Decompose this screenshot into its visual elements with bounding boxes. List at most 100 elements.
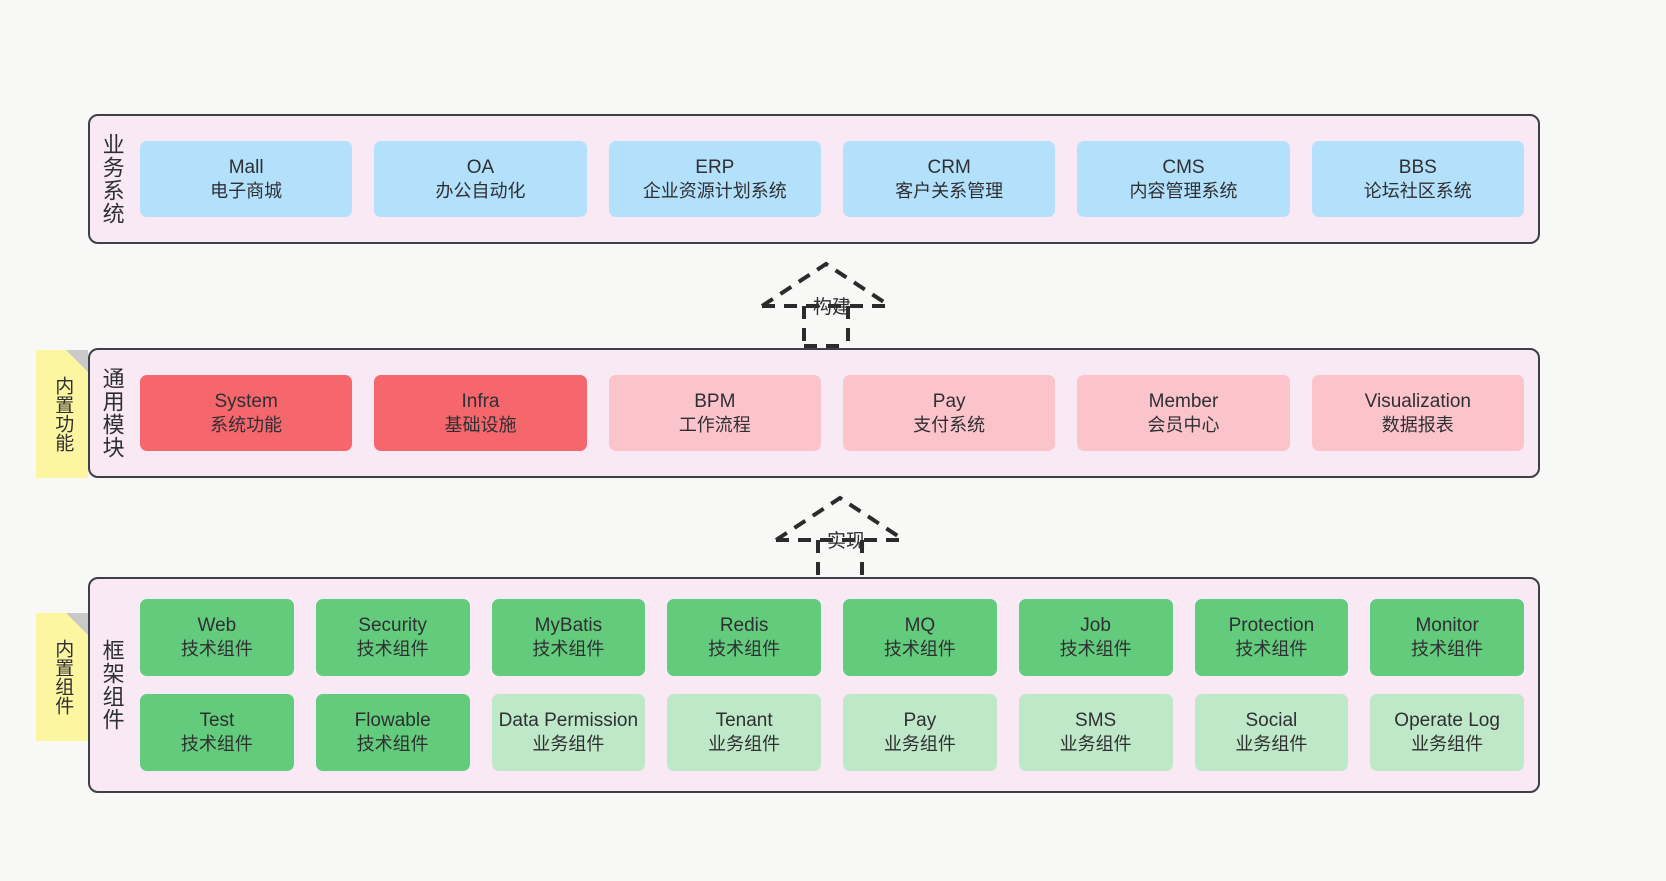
layer-label-common-module: 通用模块 (99, 367, 125, 459)
sticky-note-builtin-function: 内置功能 (36, 350, 88, 478)
arrow-implement-label: 实现 (827, 531, 866, 552)
arrow-build: 构建 (758, 258, 908, 348)
box-title: Flowable (354, 710, 431, 732)
arrow-implement: 实现 (772, 492, 922, 582)
sticky-note-builtin-component: 内置组件 (36, 613, 88, 741)
box-subtitle: 论坛社区系统 (1363, 180, 1472, 201)
box-subtitle: 数据报表 (1381, 414, 1454, 435)
box-subtitle: 业务组件 (1235, 734, 1308, 755)
box-subtitle: 业务组件 (708, 734, 781, 755)
box-title: CRM (927, 156, 971, 178)
box-title: Mall (228, 156, 264, 178)
box-subtitle: 基础设施 (444, 414, 517, 435)
box-title: ERP (695, 156, 735, 178)
box-title: MQ (904, 615, 936, 637)
layer-label-framework-component: 框架组件 (99, 639, 125, 731)
box-title: Member (1148, 390, 1219, 412)
box-subtitle: 业务组件 (1059, 734, 1132, 755)
box-title: Monitor (1415, 615, 1479, 637)
box-subtitle: 技术组件 (1235, 639, 1308, 660)
box-subtitle: 工作流程 (678, 414, 751, 435)
box-subtitle: 企业资源计划系统 (642, 180, 787, 201)
box-subtitle: 技术组件 (180, 734, 253, 755)
box-subtitle: 内容管理系统 (1129, 180, 1238, 201)
box-subtitle: 技术组件 (1059, 639, 1132, 660)
box-subtitle: 技术组件 (708, 639, 781, 660)
box-title: Social (1245, 710, 1298, 732)
box-title: Security (358, 615, 427, 637)
sticky-note-builtin-component-label: 内置组件 (52, 639, 74, 715)
box-subtitle: 会员中心 (1147, 414, 1220, 435)
box-title: BPM (694, 390, 736, 412)
box-subtitle: 技术组件 (356, 639, 429, 660)
box-title: Pay (903, 710, 937, 732)
box-title: Web (197, 615, 237, 637)
box-subtitle: 业务组件 (883, 734, 956, 755)
box-subtitle: 客户关系管理 (895, 180, 1004, 201)
box-title: Operate Log (1394, 710, 1500, 732)
box-title: System (214, 390, 278, 412)
box-title: Visualization (1364, 390, 1471, 412)
box-title: Pay (932, 390, 966, 412)
box-title: Tenant (715, 710, 773, 732)
box-subtitle: 支付系统 (913, 414, 986, 435)
box-subtitle: 系统功能 (210, 414, 283, 435)
box-title: Redis (719, 615, 769, 637)
box-subtitle: 技术组件 (532, 639, 605, 660)
box-title: Infra (461, 390, 500, 412)
arrow-implement-glyph (774, 495, 906, 582)
box-title: Test (199, 710, 235, 732)
box-title: Data Permission (498, 710, 639, 732)
box-title: Job (1080, 615, 1111, 637)
box-title: OA (466, 156, 495, 178)
box-subtitle: 技术组件 (356, 734, 429, 755)
arrow-build-label: 构建 (813, 297, 852, 318)
box-subtitle: 办公自动化 (435, 180, 526, 201)
box-subtitle: 技术组件 (883, 639, 956, 660)
box-subtitle: 电子商城 (210, 180, 283, 201)
sticky-note-builtin-function-label: 内置功能 (52, 376, 74, 452)
box-subtitle: 业务组件 (1411, 734, 1484, 755)
box-title: Protection (1228, 615, 1315, 637)
layer-label-business-system: 业务系统 (99, 133, 125, 225)
box-title: SMS (1075, 710, 1117, 732)
